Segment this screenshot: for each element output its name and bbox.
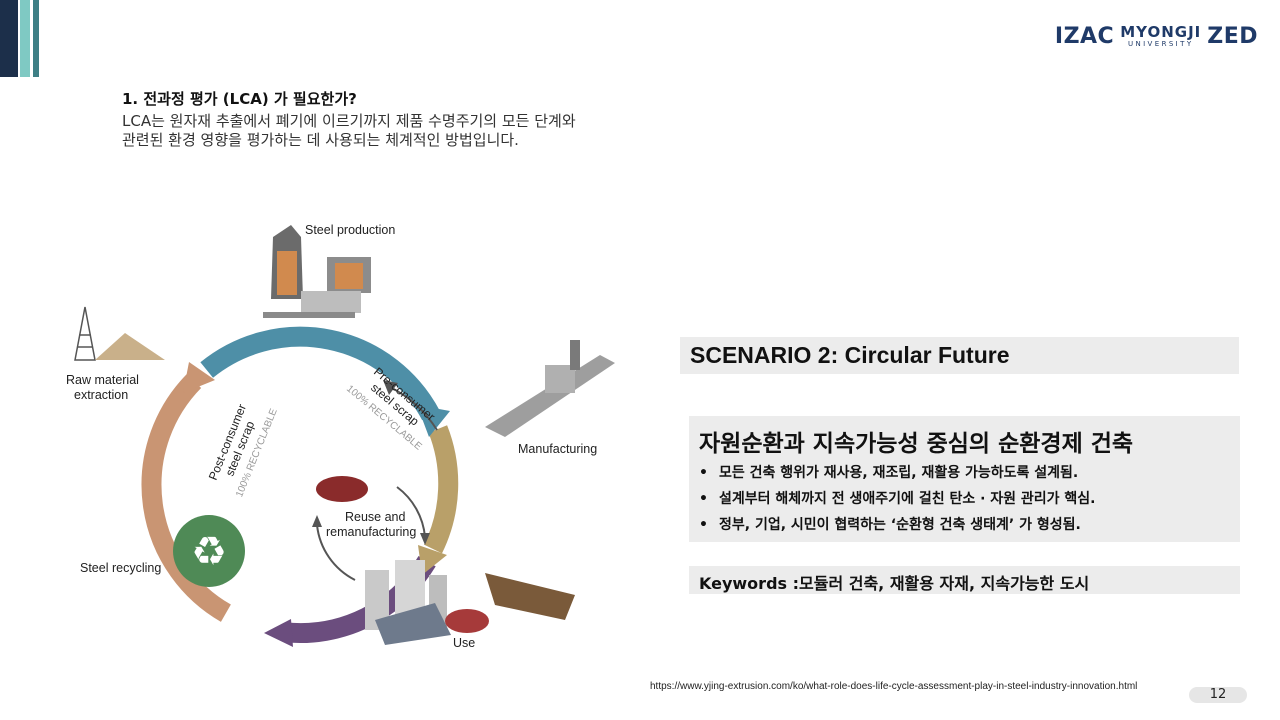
label-raw-material-2: extraction [74, 388, 128, 402]
panel-bullet-list: •모든 건축 행위가 재사용, 재조립, 재활용 가능하도록 설계됨. •설계부… [699, 464, 1096, 542]
decor-bar-teal [20, 0, 30, 77]
label-reuse-2: remanufacturing [326, 525, 416, 539]
scenario-banner: SCENARIO 2: Circular Future [680, 337, 1239, 374]
bullet-text: 설계부터 해체까지 전 생애주기에 걸친 탄소 · 자원 관리가 핵심. [719, 491, 1096, 507]
recycle-icon: ♻ [173, 515, 245, 587]
section-description: LCA는 원자재 추출에서 폐기에 이르기까지 제품 수명주기의 모든 단계와 … [122, 112, 682, 150]
label-raw-material-1: Raw material [66, 373, 139, 387]
bullet-text: 모든 건축 행위가 재사용, 재조립, 재활용 가능하도록 설계됨. [719, 465, 1078, 481]
lca-cycle-diagram: ♻ Steel production Raw material extracti… [55, 215, 635, 655]
scenario-detail-panel: 자원순환과 지속가능성 중심의 순환경제 건축 •모든 건축 행위가 재사용, … [689, 416, 1240, 542]
svg-text:♻: ♻ [191, 530, 227, 574]
bullet-icon: • [699, 464, 719, 482]
keywords-text: Keywords :모듈러 건축, 재활용 자재, 지속가능한 도시 [699, 570, 1089, 594]
label-use: Use [453, 636, 475, 650]
arrowhead-purple [264, 619, 293, 647]
reuse-arrowhead-up [312, 515, 322, 527]
list-item: •모든 건축 행위가 재사용, 재조립, 재활용 가능하도록 설계됨. [699, 464, 1096, 490]
panel-title: 자원순환과 지속가능성 중심의 순환경제 건축 [699, 424, 1133, 458]
sand-mound-icon [95, 333, 165, 360]
logo-zed: ZED [1207, 24, 1258, 49]
source-url: https://www.yjing-extrusion.com/ko/what-… [650, 681, 1137, 692]
list-item: •설계부터 해체까지 전 생애주기에 걸친 탄소 · 자원 관리가 핵심. [699, 490, 1096, 516]
factory-robot-icon [485, 340, 615, 437]
page-number: 12 [1189, 687, 1247, 703]
steel-production-icon [263, 225, 371, 315]
decor-bar-darkteal [33, 0, 39, 77]
university-logo: IZAC MYONGJI UNIVERSITY ZED [1055, 24, 1258, 49]
label-reuse-1: Reuse and [345, 510, 406, 524]
logo-university: UNIVERSITY [1128, 41, 1194, 48]
bullet-text: 정부, 기업, 시민이 협력하는 ‘순환형 건축 생태계’ 가 형성됨. [719, 517, 1081, 533]
logo-myongji: MYONGJI UNIVERSITY [1120, 25, 1201, 48]
list-item: •정부, 기업, 시민이 협력하는 ‘순환형 건축 생태계’ 가 형성됨. [699, 516, 1096, 542]
label-manufacturing: Manufacturing [518, 442, 597, 456]
oil-rig-icon [75, 307, 95, 360]
section-heading: 1. 전과정 평가 (LCA) 가 필요한가? [122, 88, 357, 109]
logo-izac: IZAC [1055, 24, 1114, 49]
arc-gold [433, 429, 448, 549]
description-line-2: 관련된 환경 영향을 평가하는 데 사용되는 체계적인 방법입니다. [122, 131, 682, 150]
label-steel-production: Steel production [305, 223, 395, 237]
scenario-title: SCENARIO 2: Circular Future [690, 342, 1010, 369]
post-consumer-label-group: Post-consumer steel scrap 100% RECYCLABL… [204, 395, 280, 499]
label-steel-recycling: Steel recycling [80, 561, 161, 575]
description-line-1: LCA는 원자재 추출에서 폐기에 이르기까지 제품 수명주기의 모든 단계와 [122, 112, 682, 131]
logo-myongji-name: MYONGJI [1120, 25, 1201, 40]
bullet-icon: • [699, 490, 719, 508]
bullet-icon: • [699, 516, 719, 534]
keywords-bar: Keywords :모듈러 건축, 재활용 자재, 지속가능한 도시 [689, 566, 1240, 594]
decor-bar-dark [0, 0, 18, 77]
